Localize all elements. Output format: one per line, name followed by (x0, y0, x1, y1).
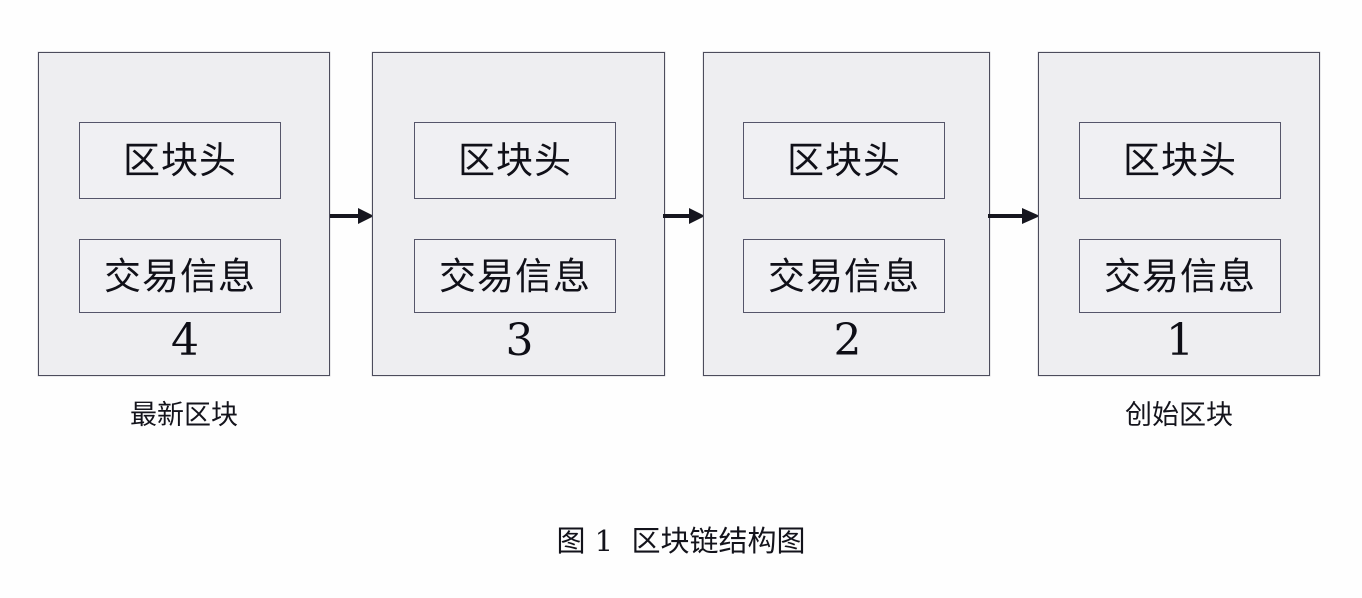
block-3: 区块头 交易信息 3 (372, 52, 665, 376)
block-4-index: 4 (171, 315, 199, 366)
block-3-header-box: 区块头 (414, 122, 616, 199)
block-4-header-label: 区块头 (123, 139, 237, 182)
block-3-body-label: 交易信息 (439, 254, 591, 298)
block-1-header-label: 区块头 (1123, 139, 1237, 182)
block-2-header-box: 区块头 (743, 122, 945, 199)
figure-caption: 图 1 区块链结构图 (556, 524, 806, 558)
block-1-header-box: 区块头 (1079, 122, 1281, 199)
arrow-block4-to-block3 (330, 205, 374, 227)
block-1: 区块头 交易信息 1 (1038, 52, 1320, 376)
block-1-index: 1 (1166, 315, 1194, 366)
block-2-body-label: 交易信息 (768, 254, 920, 298)
block-1-body-label: 交易信息 (1104, 254, 1256, 298)
block-3-index: 3 (505, 315, 534, 366)
block-4: 区块头 交易信息 4 (38, 52, 330, 376)
block-3-header-label: 区块头 (458, 139, 572, 182)
block-4-caption: 最新区块 (130, 400, 238, 431)
block-4-header-box: 区块头 (79, 122, 281, 199)
block-3-body-box: 交易信息 (414, 239, 616, 313)
block-2-body-box: 交易信息 (743, 239, 945, 313)
arrow-block3-to-block2 (663, 205, 705, 227)
block-4-body-label: 交易信息 (104, 254, 256, 298)
block-2-header-label: 区块头 (787, 139, 901, 182)
block-2-index: 2 (833, 315, 862, 366)
block-1-body-box: 交易信息 (1079, 239, 1281, 313)
arrow-block2-to-block1 (988, 205, 1040, 227)
block-4-body-box: 交易信息 (79, 239, 281, 313)
block-1-caption: 创始区块 (1125, 400, 1233, 431)
block-2: 区块头 交易信息 2 (703, 52, 990, 376)
